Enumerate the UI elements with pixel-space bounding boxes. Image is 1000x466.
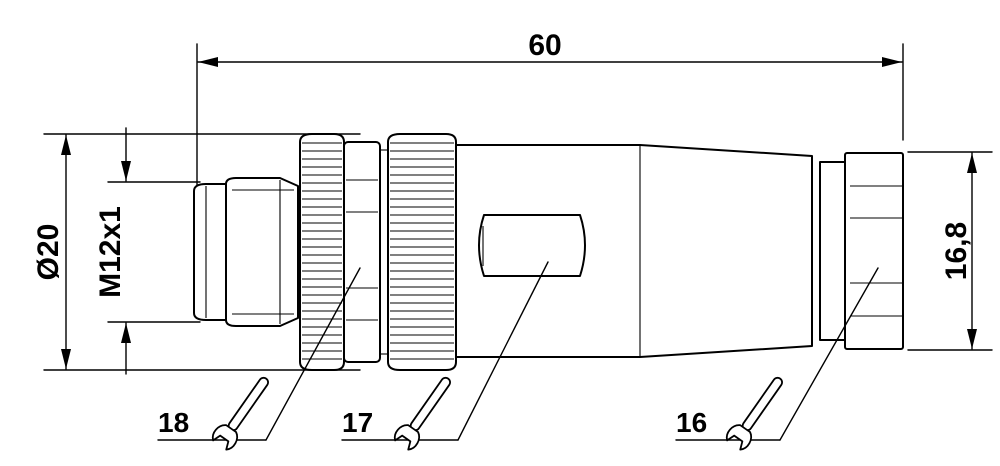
width-dimension: 16,8	[907, 151, 993, 351]
callout-16-label: 16	[676, 407, 707, 438]
knurl-front	[302, 142, 342, 360]
callout-16: 16	[675, 267, 879, 451]
width-label: 16,8	[940, 222, 973, 280]
thread-label: M12x1	[94, 206, 127, 298]
knurl-rear	[390, 142, 454, 360]
outer-diameter-dimension: Ø20	[32, 133, 361, 371]
callout-17-label: 17	[342, 407, 373, 438]
callout-17: 17	[341, 261, 549, 451]
thread-dimension: M12x1	[94, 127, 201, 375]
length-label: 60	[528, 29, 561, 62]
outer-diameter-label: Ø20	[32, 224, 65, 281]
wrench-icon	[725, 376, 783, 451]
length-dimension: 60	[196, 29, 904, 186]
wrench-icon	[211, 376, 269, 451]
callout-18-label: 18	[158, 407, 189, 438]
wrench-icon	[393, 376, 451, 451]
callout-18: 18	[157, 267, 361, 451]
connector-body	[193, 133, 904, 371]
